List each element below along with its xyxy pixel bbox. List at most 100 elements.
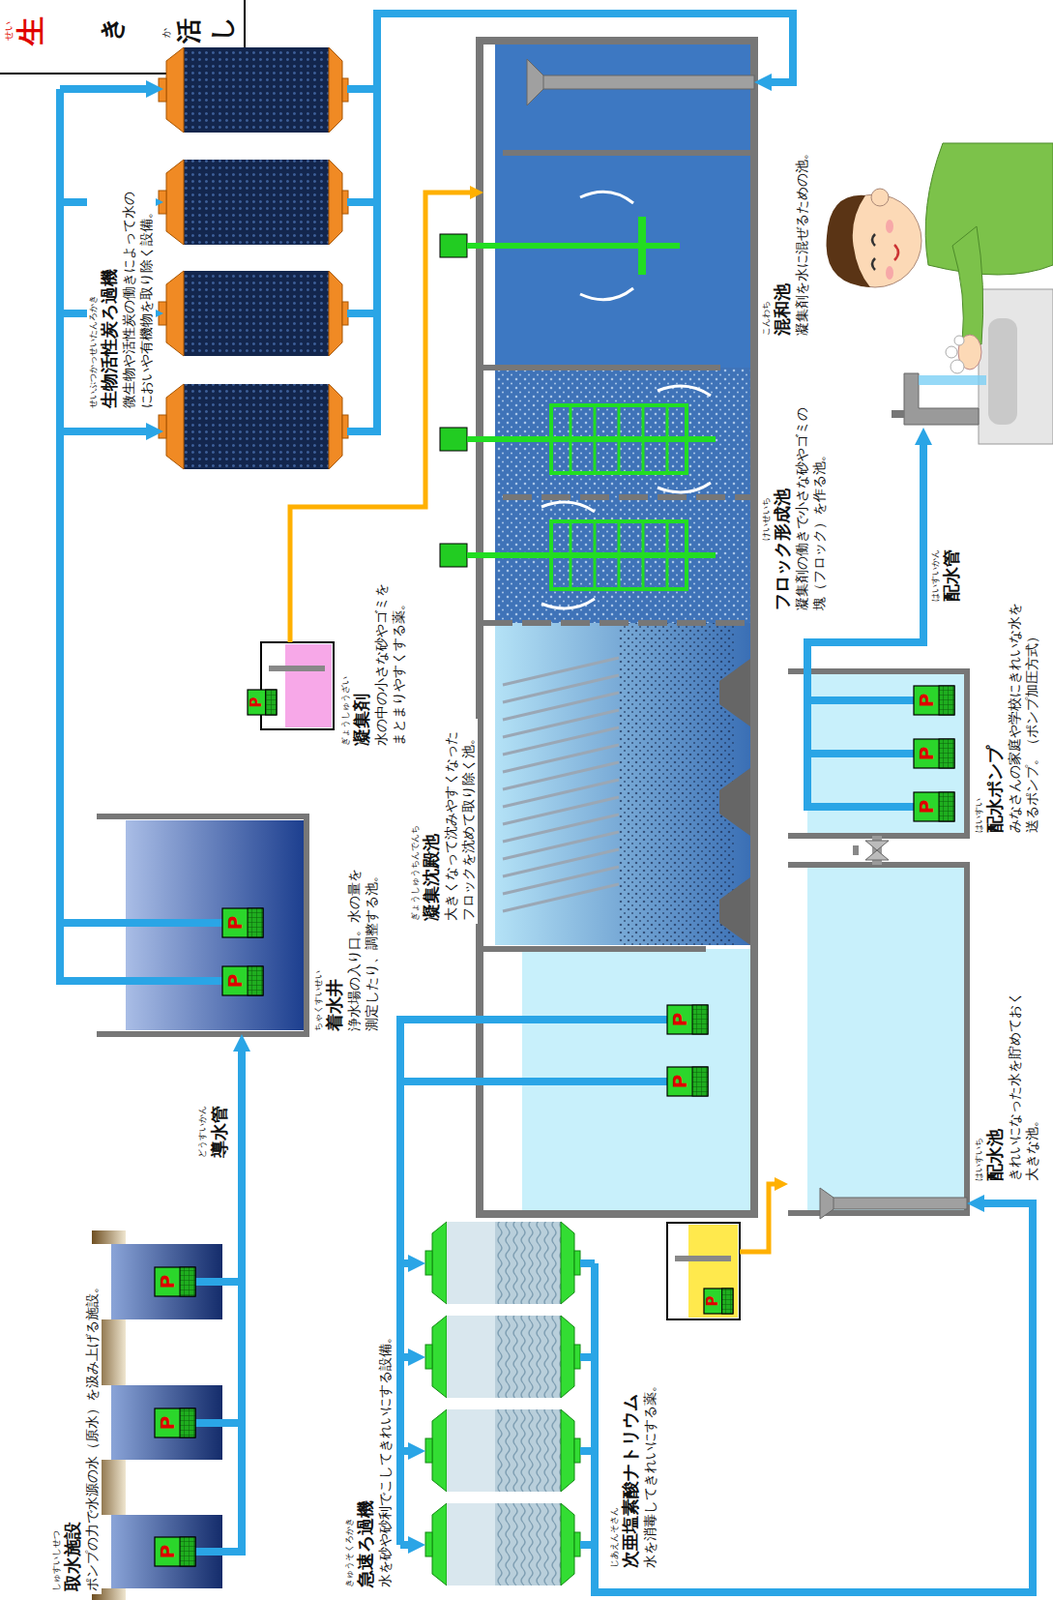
carbon-filters [166,383,184,469]
treatment-basin [541,75,755,89]
pipe-connector [347,13,793,89]
pumps [179,1407,196,1437]
caption: ちゃくすいせい着水井浄水場の入り口。水の量を 測定したり、調整する池。 [312,855,381,1034]
caption: けいせいちフロック形成池凝集剤の働きで小さな砂やゴミの 塊（フロック）を作る池。 [760,394,829,614]
carbon-filters [328,270,343,356]
pump-mark: P [154,1266,180,1296]
coagulant-tank [261,642,334,730]
pumps [692,1004,708,1034]
rapid-filters [574,1531,581,1556]
treatment-basin [439,543,468,567]
pipe-connector [59,431,147,923]
reading-ruby: はいすい [973,592,985,833]
equipment-area: はいすいち配水池きれいになった水を貯めておく 大きな池。 [788,864,967,1213]
treatment-basin [569,521,573,589]
person-washing-hands [952,226,984,345]
pump-mark: P [667,1066,693,1096]
reading-ruby: はいすいかん [930,547,941,604]
equipment-area: きゅうそくろかき急速ろ過機水を砂や砂利でこしてきれいにする設備。 [425,1212,581,1590]
rapid-filters [425,1250,433,1275]
treatment-basin [467,242,680,249]
person-washing-hands [950,359,965,374]
treatment-basin [666,405,670,473]
treatment-basin [502,674,619,702]
equipment-area: ぎょうしゅうちんでんち凝集沈殿池大きくなって沈みやすくなった フロックを沈めて取… [483,622,755,1214]
heading: 取水施設 [61,1279,84,1591]
pump-mark: P [154,1536,180,1566]
description: 微生物や活性炭の働きによって水の においや有機物を取り除く設備。 [119,181,155,409]
description: きれいになった水を貯めておく 大きな池。 [1005,981,1041,1181]
pumps [154,1407,196,1437]
title-fragment: き [96,15,127,42]
pipe-connector [237,1051,246,1228]
heading: 凝集剤 [351,573,373,746]
pipes [580,1262,595,1545]
treatment-basin [618,622,735,945]
reading-ruby: じあえんそさん [609,1377,620,1568]
heading: 配水池 [984,981,1006,1181]
description: 凝集剤を水に混ぜるための池。 [792,146,811,336]
pump-mark: P [913,685,939,715]
person-washing-hands [826,195,871,288]
pumps [222,907,264,937]
treatment-basin [495,622,751,945]
pipes [400,1019,668,1082]
caption: こんわち混和池凝集剤を水に混ぜるための池。 [760,143,812,339]
treatment-basin [719,658,751,945]
equipment-area: じあえんそさん次亜塩素酸ナトリウム水を消毒してきれいにする薬。 [667,1222,740,1319]
treatment-basin [502,848,619,877]
pumps [667,1066,708,1096]
pipes [807,642,924,811]
rapid-filters [446,1315,496,1398]
caption: はいすい配水ポンプみなさんの家庭や学校にきれいな水を 送るポンプ。（ポンプ加圧方… [972,589,1042,836]
distribution-reservoir [807,867,965,1210]
distribution-reservoir [788,864,967,1213]
heading: 生物活性炭ろ過機 [98,181,120,409]
treatment-basin [439,40,755,1214]
pipes [396,1262,405,1545]
heading: 混和池 [771,146,793,336]
pipes [56,88,64,432]
pumps [938,738,955,768]
pumps [222,965,264,995]
treatment-basin [467,436,716,442]
description: ポンプの力で水源の水（原水）を汲み上げる施設。 [83,1279,101,1591]
rapid-filters [432,1221,447,1304]
description: 水の中の小さな砂やゴミを まとまりやすくする薬。 [372,573,408,746]
pumps [938,791,955,821]
distribution-reservoir [819,1187,834,1219]
heading: フロック形成池 [771,397,793,611]
treatment-basin [483,497,755,623]
rapid-filters [495,1221,561,1304]
caption: じあえんそさん次亜塩素酸ナトリウム水を消毒してきれいにする薬。 [608,1374,660,1571]
reading-ruby: ぎょうしゅうちんでんち [409,721,421,921]
pipe-name: 配水管 [940,547,963,604]
reading-ruby: せいぶつかっせいたんろかき [87,181,99,409]
treatment-basin [502,814,619,842]
hypochlorite-tank [667,1222,740,1319]
reading-ruby: どうすいかん [197,1103,208,1160]
pumps [154,685,955,1566]
reading-ruby: きゅうそくろかき [344,1329,355,1587]
gate-valve [865,840,889,860]
pumps [179,1266,196,1296]
person-washing-hands [978,289,1053,444]
pumps [154,1536,196,1566]
title-fragment: 生 [13,16,49,46]
person-washing-hands [891,409,905,418]
pipes [400,1540,409,1549]
treatment-basin [439,427,468,451]
pumps [913,738,955,768]
treatment-basin [502,761,619,790]
treatment-basin [502,866,619,894]
treatment-basin [617,405,621,473]
pumps [247,689,277,715]
pump-mark: P [154,1407,180,1437]
pumps [722,1287,733,1314]
hypochlorite-tank [667,1222,740,1319]
rapid-filters [574,1437,581,1463]
reading-ruby: しゅすいしせつ [51,1279,62,1591]
gate-valve [852,845,859,855]
